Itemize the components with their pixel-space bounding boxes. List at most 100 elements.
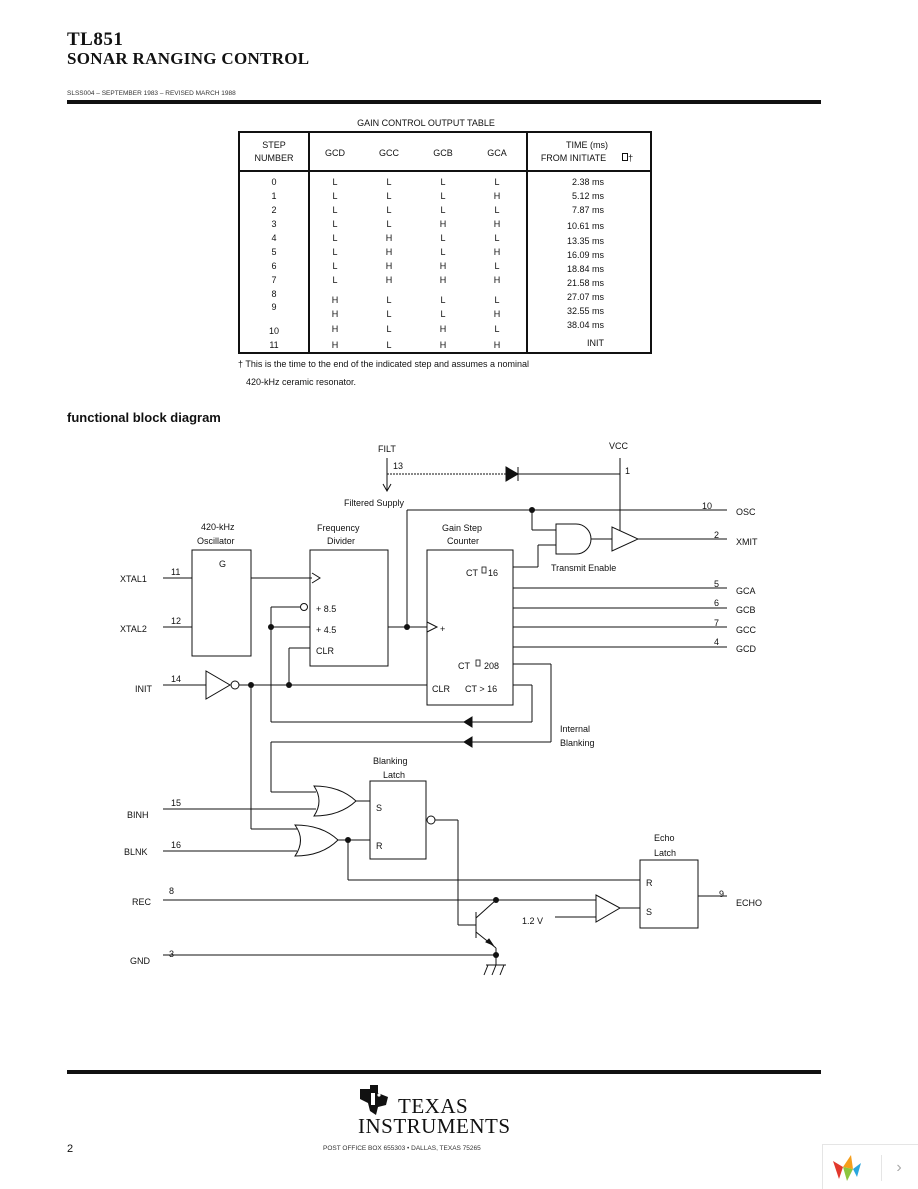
blanking-latch-label: Blanking — [373, 756, 408, 766]
table-cell-gca: H — [493, 309, 501, 319]
table-column-rule — [308, 133, 310, 352]
divider-85-label: + 8.5 — [316, 604, 336, 614]
table-cell-gca: L — [494, 205, 500, 215]
reference-voltage-label: 1.2 V — [522, 916, 543, 926]
filt-arrow — [382, 483, 392, 493]
pin-xtal1-number: 11 — [171, 567, 180, 577]
pin-vcc-name: VCC — [609, 441, 629, 451]
table-cell-time: 2.38 ms — [571, 177, 604, 187]
table-cell-time: 13.35 ms — [566, 236, 604, 246]
table-cell-gca: L — [494, 324, 500, 334]
table-cell-gca: H — [493, 219, 501, 229]
footer-rule — [67, 1070, 821, 1074]
table-cell-gcd: L — [332, 219, 338, 229]
table-cell-time: 27.07 ms — [566, 292, 604, 302]
table-column-rule — [526, 133, 528, 352]
internal-blanking-label: Internal — [560, 724, 590, 734]
table-cell-gcc: L — [386, 219, 392, 229]
table-cell-step: 1 — [271, 191, 277, 201]
pin-osc-number: 10 — [702, 501, 712, 511]
pin-xtal2-name: XTAL2 — [120, 624, 147, 634]
table-cell-gcd: H — [331, 340, 339, 350]
header-gcb: GCB — [433, 148, 453, 158]
table-cell-gcb: L — [440, 205, 446, 215]
pin-xmit-number: 2 — [714, 530, 719, 540]
table-cell-gcd: L — [332, 177, 338, 187]
echo-latch-label: Echo — [654, 833, 675, 843]
counter-ct16-label: CT — [466, 568, 478, 578]
page-number: 2 — [67, 1143, 74, 1155]
pin-osc-name: OSC — [736, 507, 756, 517]
pin-gcc-name: GCC — [736, 625, 757, 635]
pin-gcd-number: 4 — [714, 637, 719, 647]
table-cell-gca: H — [493, 247, 501, 257]
table-cell-gcc: L — [386, 295, 392, 305]
table-cell-gcb: L — [440, 233, 446, 243]
pin-xtal1-name: XTAL1 — [120, 574, 147, 584]
table-cell-step: 7 — [271, 275, 277, 285]
table-cell-gcb: L — [440, 295, 446, 305]
table-cell-gcd: L — [332, 191, 338, 201]
blanking-latch-block — [369, 780, 427, 860]
table-cell-time: 38.04 ms — [566, 320, 604, 330]
pin-filt-number: 13 — [393, 461, 403, 471]
table-cell-gcb: L — [440, 191, 446, 201]
pin-gca-name: GCA — [736, 586, 756, 596]
pin-gnd-name: GND — [130, 956, 151, 966]
divider-clr-label: CLR — [316, 646, 335, 656]
table-cell-gcc: H — [385, 261, 393, 271]
pin-echo-number: 9 — [719, 889, 724, 899]
counter-label-line2: Counter — [447, 536, 479, 546]
table-cell-step: 0 — [271, 177, 277, 187]
table-cell-gca: H — [493, 340, 501, 350]
echo-latch-label-line2: Latch — [654, 848, 676, 858]
pin-rec-name: REC — [132, 897, 152, 907]
table-cell-gcb: H — [439, 324, 447, 334]
divider-label: Frequency — [317, 523, 360, 533]
echo-comparator — [595, 894, 622, 923]
table-cell-gcc: H — [385, 233, 393, 243]
binh-or-gate — [313, 785, 357, 817]
init-inverter — [205, 670, 231, 700]
table-cell-step: 4 — [271, 233, 277, 243]
table-cell-time: 7.87 ms — [571, 205, 604, 215]
table-cell-gcd: H — [331, 324, 339, 334]
pin-blnk-name: BLNK — [124, 847, 148, 857]
internal-blanking-label-line2: Blanking — [560, 738, 595, 748]
table-cell-gcb: L — [440, 177, 446, 187]
frequency-divider-block — [309, 549, 389, 667]
counter-clr-label: CLR — [432, 684, 451, 694]
next-page-button[interactable]: › — [881, 1155, 916, 1181]
table-cell-gca: H — [493, 191, 501, 201]
table-cell-gcd: H — [331, 295, 339, 305]
table-cell-gcb: H — [439, 275, 447, 285]
pin-xtal2-number: 12 — [171, 616, 181, 626]
counter-label: Gain Step — [442, 523, 482, 533]
pin-xmit-name: XMIT — [736, 537, 758, 547]
pin-gcc-number: 7 — [714, 618, 719, 628]
transmit-enable-label: Transmit Enable — [551, 563, 616, 573]
table-cell-gcb: L — [440, 309, 446, 319]
table-cell-time: 10.61 ms — [566, 221, 604, 231]
table-cell-gcd: L — [332, 205, 338, 215]
functional-block-diagram: FILT 13 VCC 1 Filtered Supply 10 OSC 2 X… — [120, 441, 762, 976]
counter-16-label: 16 — [488, 568, 498, 578]
pin-init-name: INIT — [135, 684, 153, 694]
table-cell-time: 32.55 ms — [566, 306, 604, 316]
table-cell-step: 10 — [268, 326, 279, 336]
table-cell-time: 21.58 ms — [566, 278, 604, 288]
pin-filt-name: FILT — [378, 444, 396, 454]
footer-address: POST OFFICE BOX 655303 • DALLAS, TEXAS 7… — [323, 1145, 481, 1152]
table-cell-gca: L — [494, 177, 500, 187]
oscillator-g-label: G — [219, 559, 226, 569]
table-header-rule — [240, 170, 650, 172]
table-footnote-continued: 420-kHz ceramic resonator. — [246, 377, 357, 387]
table-title: GAIN CONTROL OUTPUT TABLE — [357, 118, 495, 128]
header-gcc: GCC — [379, 148, 399, 158]
blanking-r-label: R — [376, 841, 383, 851]
counter-208-label: 208 — [484, 661, 499, 671]
table-footnote: † This is the time to the end of the ind… — [238, 359, 530, 369]
table-cell-gca: H — [493, 275, 501, 285]
